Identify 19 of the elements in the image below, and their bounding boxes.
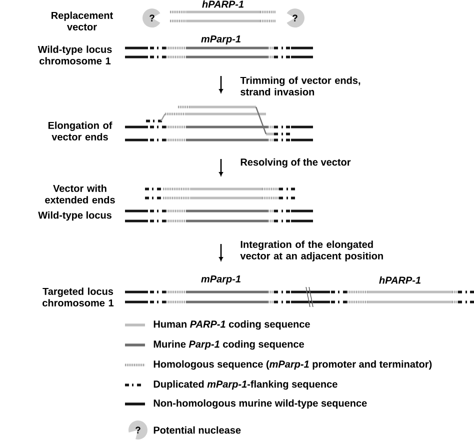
row-label: Wild-type locus: [38, 211, 112, 221]
step-label: Integration of the elongated vector at an adjacent position: [240, 240, 383, 262]
legend-text: Murine Parp-1 coding sequence: [154, 340, 304, 350]
legend-text: Homologous sequence (mParp-1 promoter and terminator): [154, 360, 432, 370]
row-label: Replacement vector: [52, 12, 113, 30]
gene-label: mParp-1: [201, 36, 240, 44]
gene-label: hPARP-1: [379, 276, 420, 284]
step-label: Resolving of the vector: [240, 158, 351, 168]
legend-text: Human PARP-1 coding sequence: [154, 320, 310, 330]
gene-label: hPARP-1: [202, 0, 244, 8]
gene-label: mParp-1: [201, 276, 240, 284]
step-label: Trimming of vector ends, strand invasion: [240, 76, 360, 96]
legend-text: Non-homologous murine wild-type sequence: [154, 399, 367, 409]
row-label: Elongation of vector ends: [48, 122, 112, 140]
row-label: Vector with extended ends: [45, 184, 115, 204]
legend-text: Duplicated mParp-1-flanking sequence: [154, 380, 338, 390]
row-label: Targeted locus chromosome 1: [42, 288, 114, 306]
legend-text: Potential nuclease: [154, 426, 241, 434]
row-label: Wild-type locus chromosome 1: [38, 46, 112, 64]
